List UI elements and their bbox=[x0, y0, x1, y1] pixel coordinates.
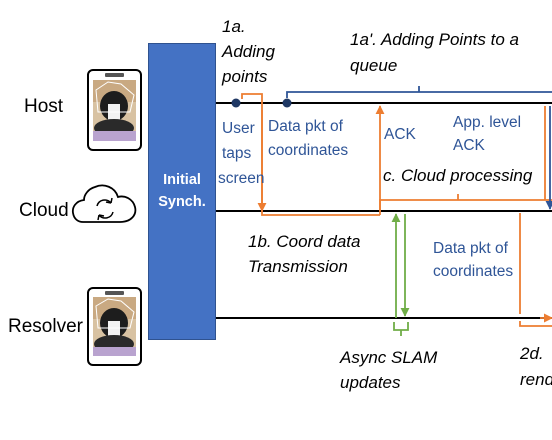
label-app-ack-line1: App. level bbox=[453, 114, 522, 131]
label-app-ack-line2: ACK bbox=[453, 137, 485, 154]
bracket-cloud-processing bbox=[379, 199, 552, 215]
label-data-pkt-cloud-line1: Data pkt of bbox=[433, 240, 508, 257]
bracket-2d bbox=[519, 321, 552, 327]
bracket-1a-prime bbox=[286, 91, 552, 98]
label-data-pkt-cloud-line2: coordinates bbox=[433, 263, 514, 280]
initial-synch-line1: Initial bbox=[163, 172, 201, 189]
bracket-async-slam bbox=[393, 322, 409, 331]
entity-label-resolver: Resolver bbox=[8, 316, 83, 337]
host-event-dot-2 bbox=[282, 98, 292, 108]
annotation-1a-line3: points bbox=[222, 67, 268, 86]
annotation-async-slam-line1: Async SLAM bbox=[340, 348, 438, 367]
cloud-sync-icon bbox=[71, 184, 137, 223]
annotation-1a-prime-line2: queue bbox=[350, 56, 398, 75]
annotation-1a-prime-line1: 1a'. Adding Points to a bbox=[350, 30, 519, 49]
resolver-smartphone-icon bbox=[87, 287, 142, 366]
host-smartphone-icon bbox=[87, 69, 142, 151]
bracket-1a bbox=[241, 93, 263, 99]
annotation-cloud-processing: c. Cloud processing bbox=[383, 166, 533, 185]
label-user-taps-line1: User bbox=[222, 120, 255, 137]
annotation-1b-line2: Transmission bbox=[248, 257, 348, 276]
annotation-async-slam-line2: updates bbox=[340, 373, 401, 392]
label-data-pkt-host-line1: Data pkt of bbox=[268, 118, 343, 135]
annotation-2d-line1: 2d. bbox=[520, 344, 544, 363]
label-ack: ACK bbox=[384, 126, 416, 143]
initial-synch-line2: Synch. bbox=[158, 193, 206, 210]
annotation-2d-line2: rend bbox=[520, 370, 552, 389]
label-user-taps-line3: screen bbox=[218, 170, 265, 187]
label-data-pkt-host-line2: coordinates bbox=[268, 142, 349, 159]
host-event-dot-1 bbox=[231, 98, 241, 108]
label-user-taps-line2: taps bbox=[222, 145, 252, 162]
entity-label-host: Host bbox=[24, 96, 64, 117]
annotation-1b-line1: 1b. Coord data bbox=[248, 232, 361, 251]
entity-label-cloud: Cloud bbox=[19, 200, 69, 221]
initial-synch-block: Initial Synch. bbox=[148, 43, 216, 340]
annotation-1a-line1: 1a. bbox=[222, 17, 246, 36]
annotation-1a-line2: Adding bbox=[222, 42, 275, 61]
